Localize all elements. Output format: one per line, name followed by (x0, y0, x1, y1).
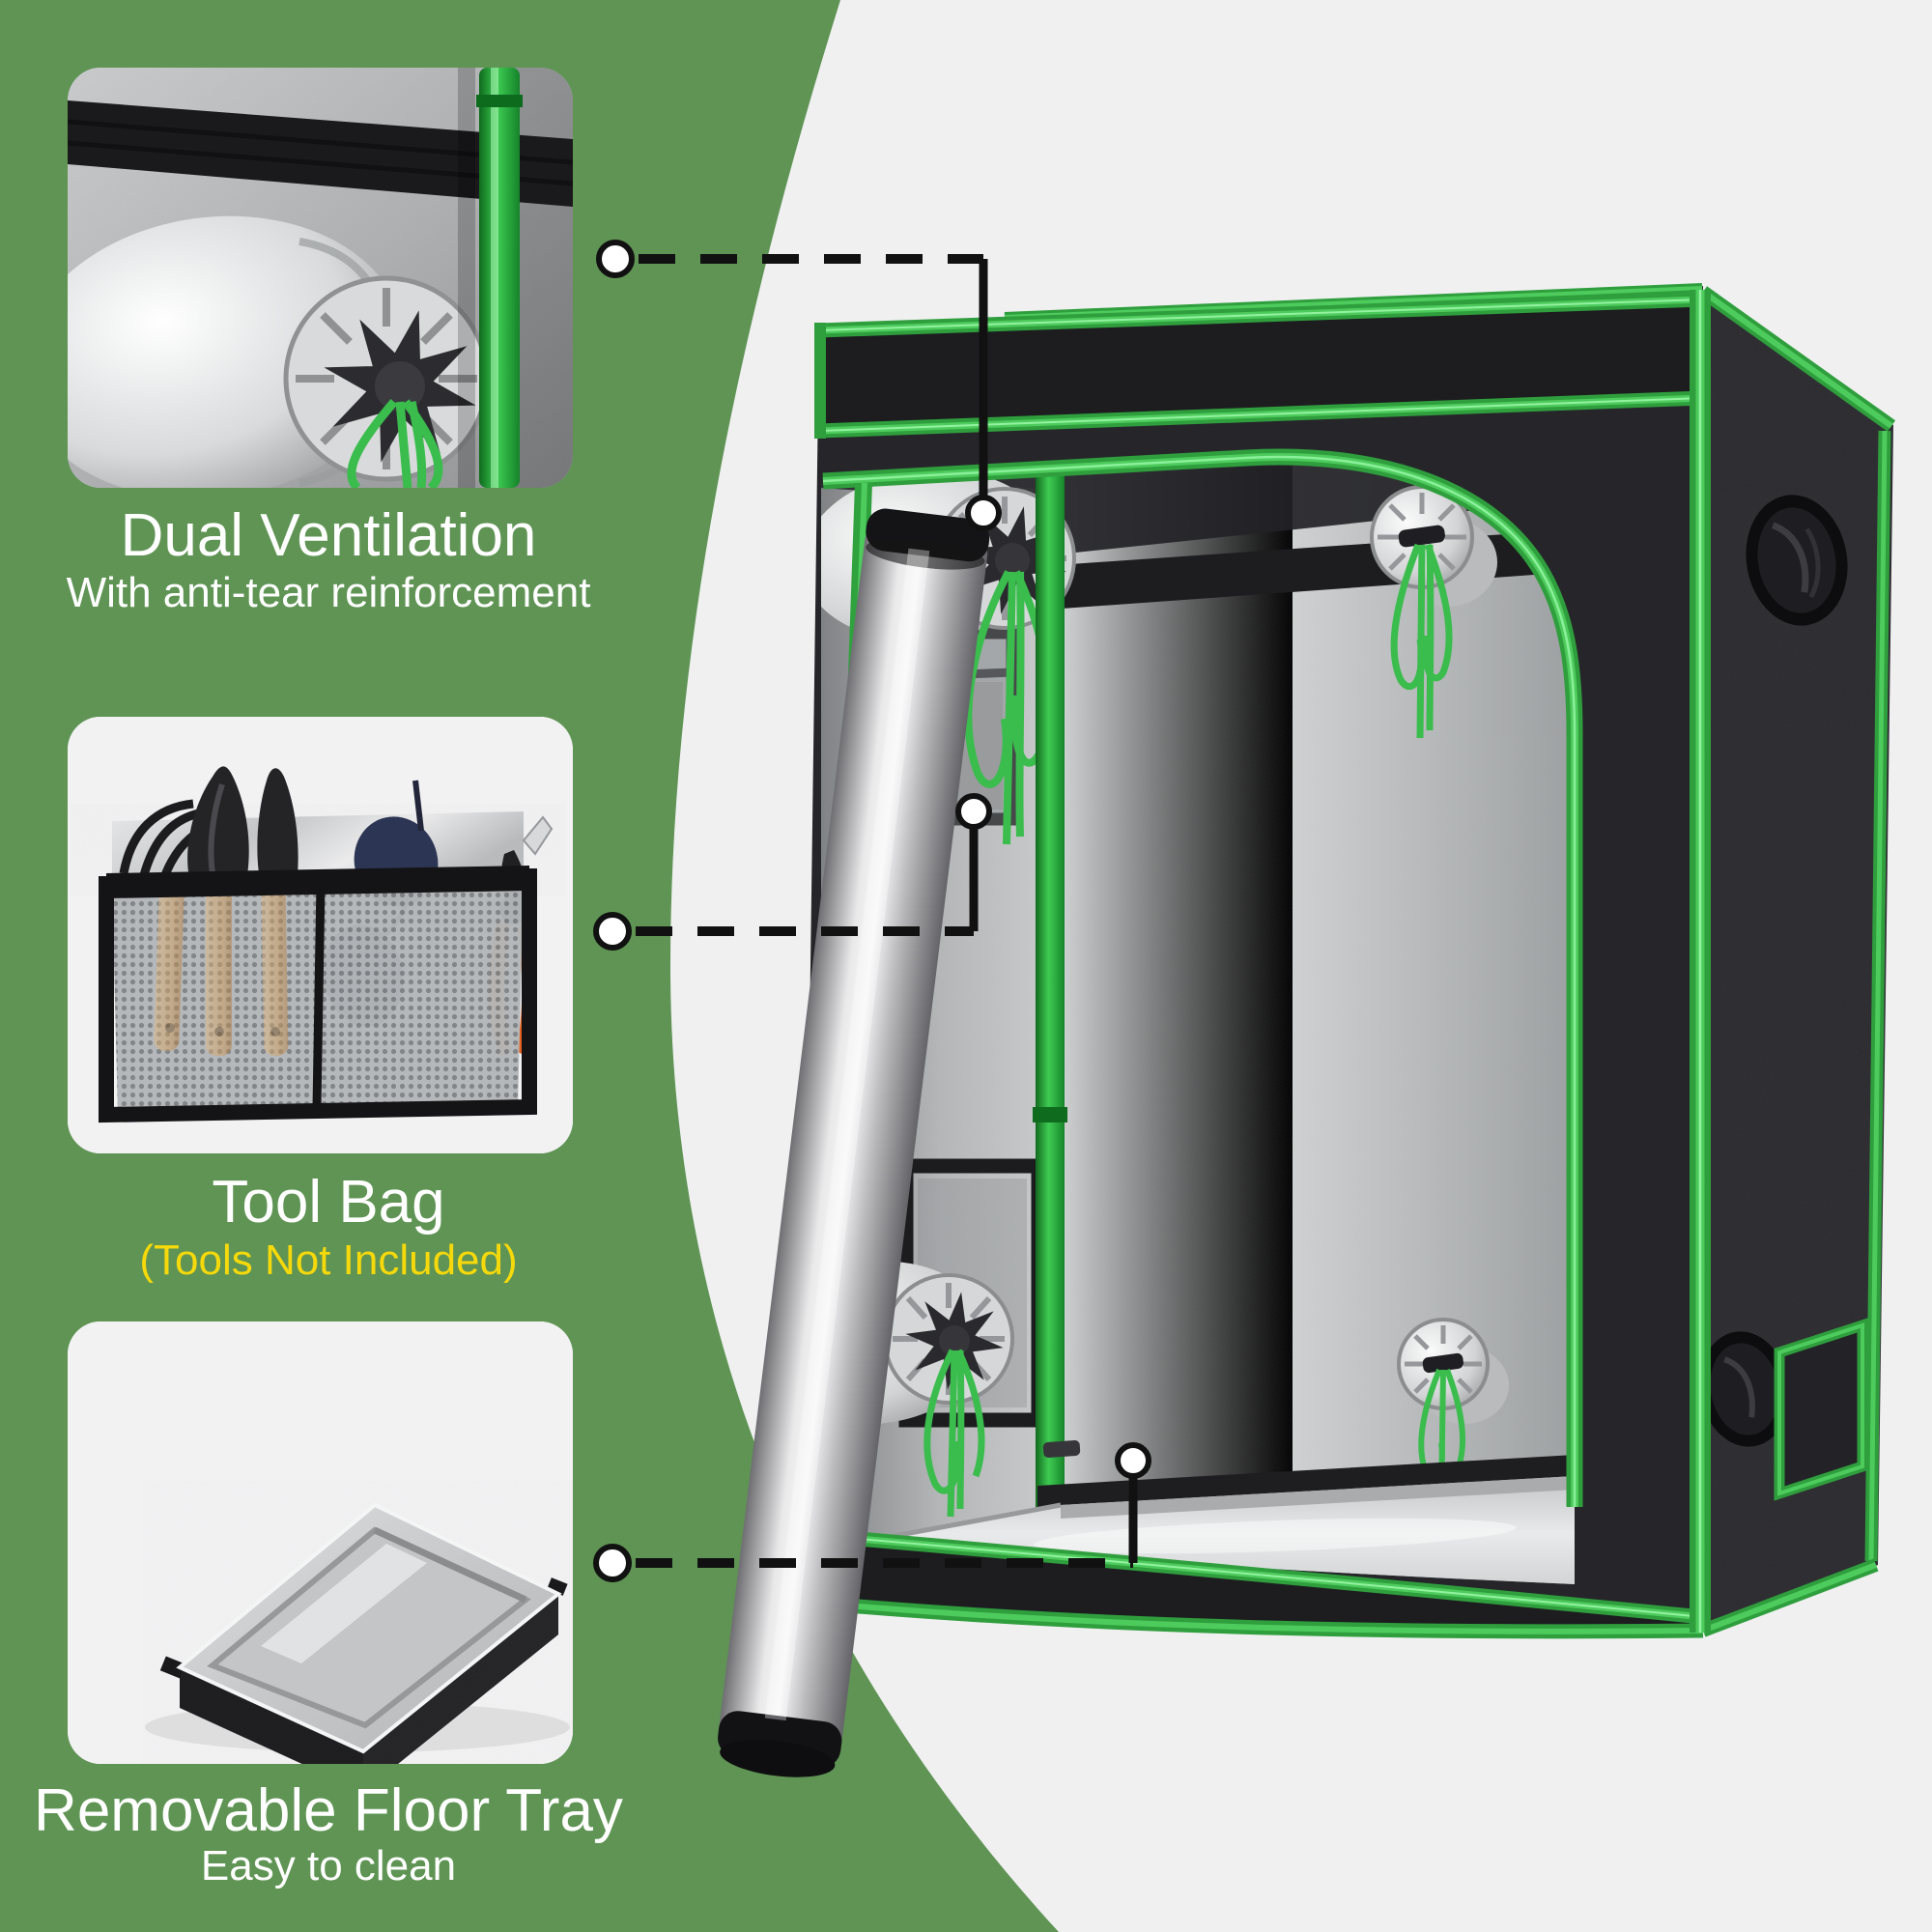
duct-vent-closeup-illustration (68, 68, 573, 488)
interior-floor-tray (841, 1440, 1575, 1585)
feature-image-floor-tray (68, 1321, 573, 1764)
feature-subtitle-tool-bag: (Tools Not Included) (139, 1236, 518, 1284)
vent-sock (68, 215, 496, 488)
tent-side-panel (1698, 286, 1896, 1637)
door-opening-zipper-trim (822, 448, 1583, 1507)
feature-image-dual-ventilation (68, 68, 573, 488)
strap (68, 100, 573, 207)
callout-dot-target (965, 495, 1002, 531)
side-viewing-window (1774, 1318, 1868, 1501)
callout-dot (593, 912, 632, 951)
feature-subtitle-floor-tray: Easy to clean (200, 1842, 457, 1889)
callout-dot-target (1115, 1442, 1151, 1479)
interior-corner-pole (1033, 456, 1067, 1509)
feature-subtitle-dual-ventilation: With anti-tear reinforcement (66, 569, 591, 616)
mesh-pocket-front (99, 866, 537, 1123)
tool-bag-illustration (68, 717, 573, 1153)
side-vent-hole-lower (1699, 1331, 1790, 1447)
side-vent-hole-upper (1746, 495, 1848, 626)
callout-dual-ventilation (596, 240, 1002, 531)
callout-floor-tray (593, 1442, 1151, 1582)
tent-top-band (814, 292, 1704, 439)
callout-dot-target (955, 793, 992, 830)
feature-title-tool-bag: Tool Bag (212, 1169, 445, 1236)
green-pole (458, 68, 523, 488)
floor-tray (159, 1502, 568, 1764)
callout-dot (596, 240, 635, 278)
callout-tool-bag (593, 793, 992, 951)
callout-dot (593, 1544, 632, 1582)
floor-tray-illustration (68, 1321, 573, 1764)
callout-connectors (593, 240, 1151, 1582)
feature-title-floor-tray: Removable Floor Tray (34, 1777, 623, 1844)
feature-image-tool-bag (68, 717, 573, 1153)
grow-tent-illustration (718, 283, 1896, 1777)
rolled-up-door (718, 508, 990, 1777)
feature-title-dual-ventilation: Dual Ventilation (120, 502, 537, 569)
rear-vent-sock-upper (1370, 485, 1497, 739)
rear-vent-sock-lower (1397, 1318, 1509, 1510)
interior-base-strap (1037, 1455, 1575, 1509)
